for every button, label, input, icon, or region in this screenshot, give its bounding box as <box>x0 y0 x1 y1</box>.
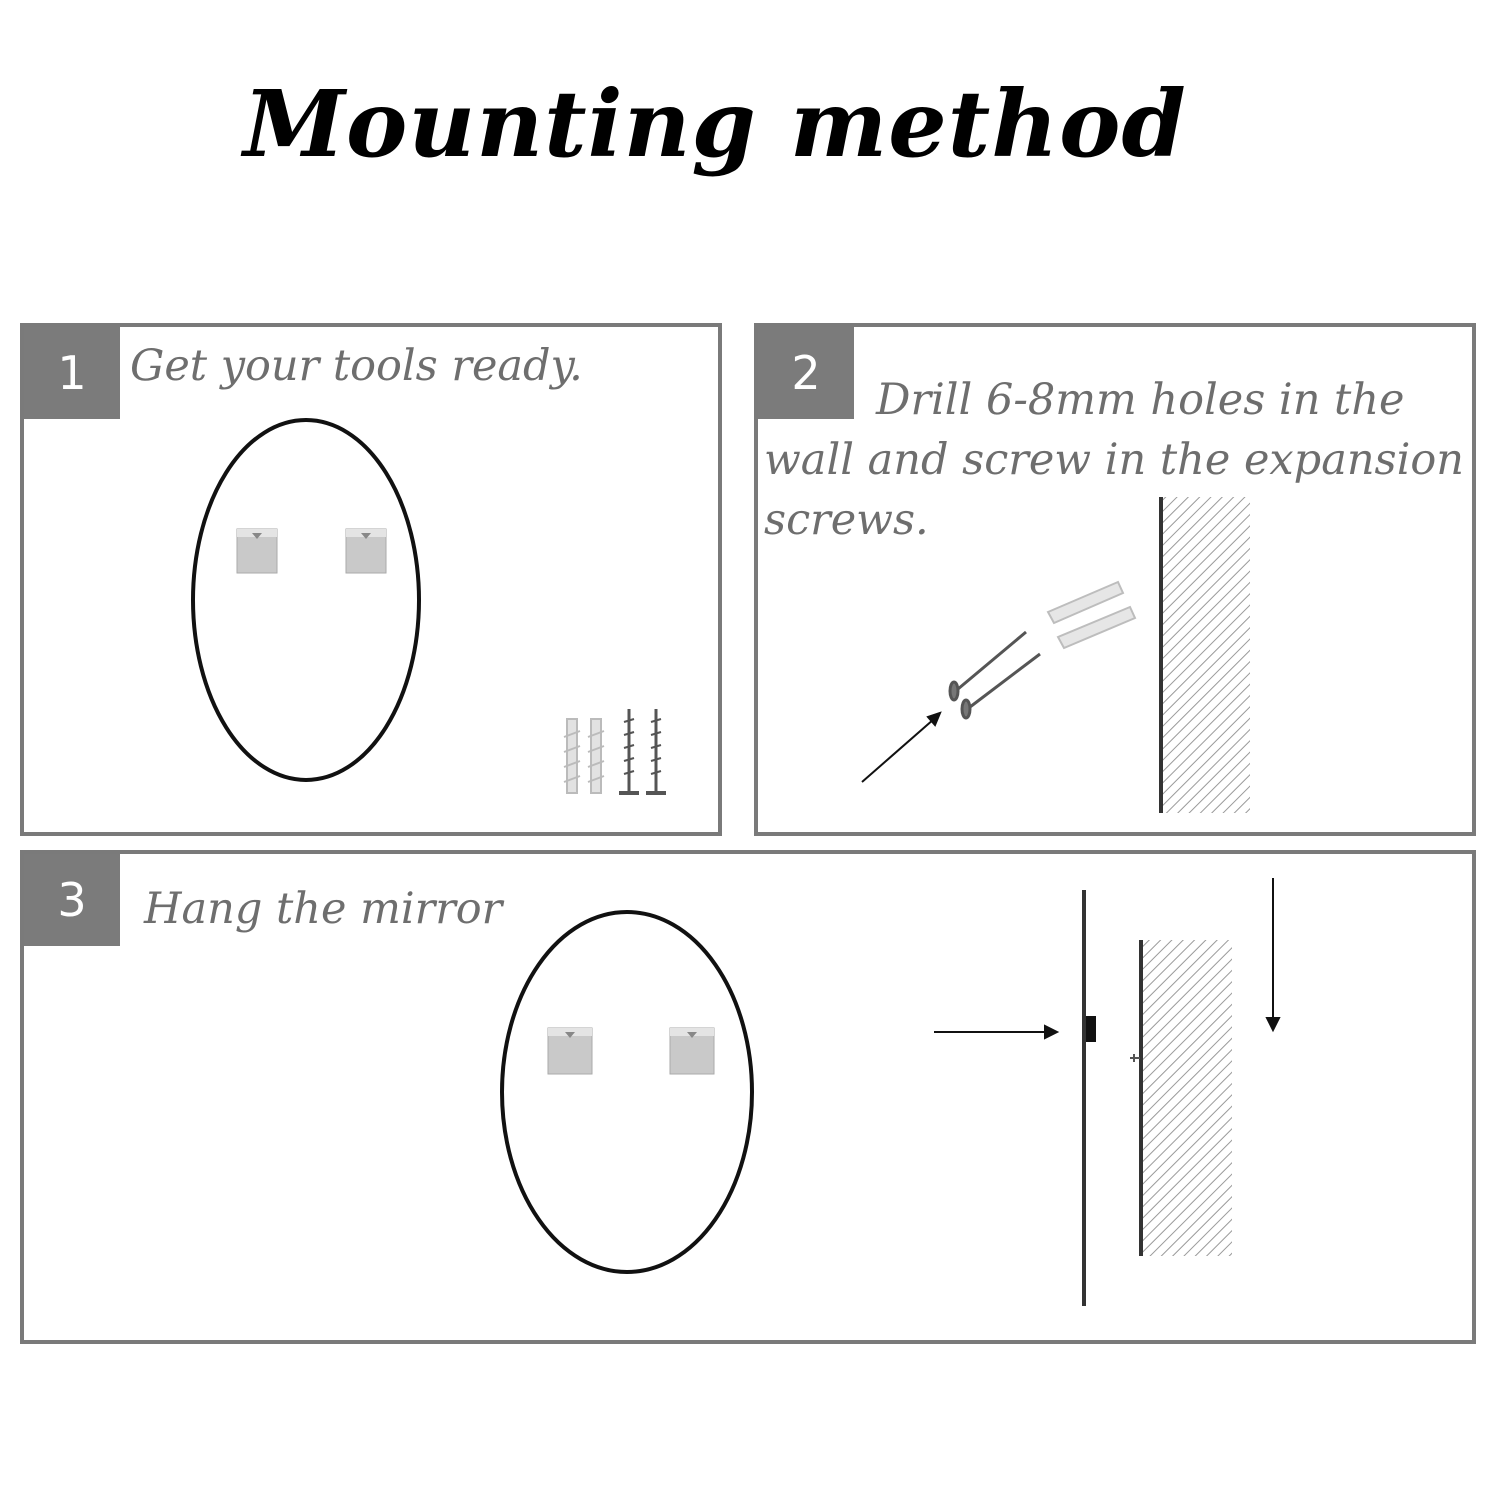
page-title: Mounting method <box>243 70 1187 178</box>
step-2-text-line-1: Drill 6-8mm holes in the <box>876 375 1405 425</box>
mirror-side-view-icon <box>1082 890 1096 1306</box>
step-2-badge: 2 <box>758 327 854 419</box>
wall-icon <box>1130 940 1232 1256</box>
mirror-hanger-right-icon <box>669 1027 715 1075</box>
oval-mirror-icon <box>500 910 754 1274</box>
step-1-badge: 1 <box>24 327 120 419</box>
oval-mirror-icon <box>191 418 421 782</box>
step-3-illustration <box>500 878 1281 1306</box>
expansion-anchors-icon <box>1046 580 1137 650</box>
step-2-text-line-3: screws. <box>764 495 929 545</box>
wall-icon <box>1159 497 1250 813</box>
step-1-illustration <box>191 418 666 795</box>
step-2-panel: 2 Drill 6-8mm holes in the wall and scre… <box>754 323 1476 836</box>
mirror-hanger-left-icon <box>547 1027 593 1075</box>
screws-icon <box>619 709 666 795</box>
arrow-down-icon <box>1265 878 1281 1033</box>
step-2-text-line-2: wall and screw in the expansion <box>764 435 1464 485</box>
arrow-right-icon <box>934 1024 1060 1040</box>
expansion-anchors-icon <box>563 718 605 794</box>
mirror-hanger-right-icon <box>345 528 387 574</box>
arrow-icon <box>861 711 942 783</box>
step-3-text: Hang the mirror <box>144 884 503 934</box>
step-3-badge: 3 <box>24 854 120 946</box>
step-1-text: Get your tools ready. <box>130 341 583 391</box>
mirror-hanger-left-icon <box>236 528 278 574</box>
step-1-panel: 1 Get your tools ready. <box>20 323 722 836</box>
step-2-illustration <box>861 497 1250 813</box>
step-3-panel: 3 Hang the mirror <box>20 850 1476 1344</box>
screws-icon <box>948 630 1041 720</box>
